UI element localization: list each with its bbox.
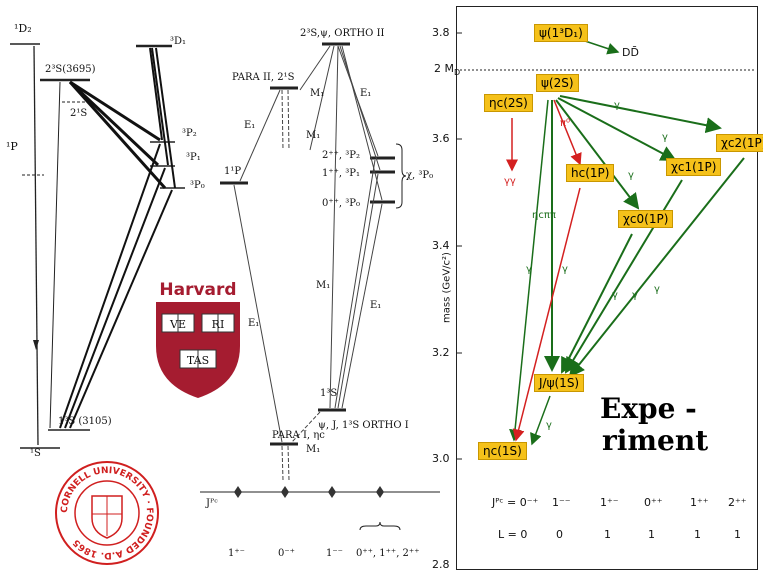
state-chi-c1: χc1(1P) (666, 158, 722, 176)
y-axis-label: mass (GeV/c²) (441, 252, 453, 323)
jpc-1pp: 1⁺⁺ (690, 496, 709, 509)
jpc-value-2: 0⁻⁺ (278, 548, 295, 559)
label-3p2: ³P₂ (182, 128, 197, 139)
ytick-3-4: 3.4 (432, 239, 450, 252)
state-hc: hc(1P) (566, 164, 615, 182)
state-eta-c-2s: ηc(2S) (484, 94, 533, 112)
label-1p: 1¹P (224, 166, 242, 177)
gamma-label: γ (662, 132, 668, 143)
jpc-1pm: 1⁺⁻ (600, 496, 619, 509)
gamma-label: γ (562, 264, 568, 275)
label-m1-d: M₁ (306, 444, 321, 455)
label-chi-1: 1⁺⁺, ³P₁ (322, 168, 361, 179)
ytick-3-6: 3.6 (432, 132, 450, 145)
charmonium-spectrum: 3.8 3.6 3.4 3.2 3.0 2.8 mass (GeV/c²) 2 … (432, 0, 763, 572)
experiment-overlay-line-2: riment (602, 424, 709, 457)
experiment-overlay-line-1: Expe - (600, 392, 697, 425)
harvard-wordmark: Harvard (159, 280, 237, 300)
ytick-3-2: 3.2 (432, 346, 450, 359)
jpc-value-1: 1⁺⁻ (228, 548, 245, 559)
jpc-2pp: 2⁺⁺ (728, 496, 747, 509)
shield-icon (156, 302, 240, 398)
label-ortho-ii: 2³S,ψ, ORTHO II (300, 28, 385, 39)
gamma-label: γ (614, 100, 620, 111)
label-m1-c: M₁ (316, 280, 331, 291)
label-e1-a: E₁ (360, 88, 372, 99)
spectrum-lines (456, 32, 756, 460)
l-row-label: L = 0 (498, 528, 528, 541)
gamma-label: γ (612, 290, 618, 301)
label-m1-b: M₁ (306, 130, 321, 141)
l-value-4: 1 (694, 528, 701, 541)
motto-ri: RI (211, 318, 225, 331)
jpc-row-label: Jᴾᶜ = 0⁻⁺ (492, 496, 539, 509)
label-2s-prime: 2¹S (70, 108, 88, 119)
label-2s-3695: 2³S(3695) (45, 64, 96, 75)
label-chi-brace: χ, ³P₀ (406, 170, 434, 181)
motto-tas: TAS (186, 354, 210, 367)
jpc-0pp: 0⁺⁺ (644, 496, 663, 509)
label-3p0: ³P₀ (190, 180, 205, 191)
l-value-1: 0 (556, 528, 563, 541)
l-value-5: 1 (734, 528, 741, 541)
ytick-3-0: 3.0 (432, 452, 450, 465)
gamma-label: γ (654, 284, 660, 295)
state-psi-1d: ψ(1³D₁) (534, 24, 588, 42)
label-e1-d: E₁ (370, 300, 382, 311)
state-chi-c2: χc2(1P) (716, 134, 763, 152)
label-para-i: PARA I, ηc (272, 430, 325, 441)
jpc-value-4: 0⁺⁺, 1⁺⁺, 2⁺⁺ (356, 548, 420, 559)
label-e1-c: E₁ (248, 318, 260, 329)
state-chi-c0: χc0(1P) (618, 210, 674, 228)
label-1s-3105: 1³S (3105) (58, 416, 112, 427)
label-chi-2: 2⁺⁺, ³P₂ (322, 150, 361, 161)
state-dd: DD̄ (622, 46, 639, 59)
jpc-1mm: 1⁻⁻ (552, 496, 571, 509)
state-jpsi: J/ψ(1S) (534, 374, 585, 392)
label-para-ii: PARA II, 2¹S (232, 72, 295, 83)
l-value-3: 1 (648, 528, 655, 541)
label-ortho-i: ψ, J, 1³S ORTHO I (318, 420, 409, 431)
jpc-value-3: 1⁻⁻ (326, 548, 343, 559)
label-1s: ¹S (30, 448, 41, 459)
seal-icon: CORNELL UNIVERSITY · FOUNDED A.D. 1865 (55, 461, 159, 565)
label-gg: γγ (504, 176, 516, 187)
label-3d1: ³D₁ (170, 36, 187, 47)
gamma-label: γ (628, 170, 634, 181)
ytick-2-8: 2.8 (432, 558, 450, 571)
label-1p: ¹P (6, 140, 18, 153)
gamma-label: γ (632, 290, 638, 301)
label-e1-b: E₁ (244, 120, 256, 131)
harvard-logo: Harvard VE RI TAS (148, 280, 248, 398)
cornell-seal: CORNELL UNIVERSITY · FOUNDED A.D. 1865 (54, 460, 160, 566)
label-m1-a: M₁ (310, 88, 325, 99)
state-psi-2s: ψ(2S) (536, 74, 579, 92)
label-3p1: ³P₁ (186, 152, 201, 163)
label-chi-0: 0⁺⁺, ³P₀ (322, 198, 361, 209)
label-eta-pipi: ηcππ (532, 210, 556, 221)
gamma-label: γ (546, 420, 552, 431)
motto-ve: VE (170, 318, 186, 331)
label-pi0: π⁰ (560, 118, 571, 129)
label-1s-state: 1³S (320, 388, 338, 399)
threshold-label: 2 MD (434, 62, 461, 78)
ytick-3-8: 3.8 (432, 26, 450, 39)
label-1d2: ¹D₂ (14, 22, 32, 35)
l-value-2: 1 (604, 528, 611, 541)
label-jpc: Jᴾᶜ (206, 498, 218, 509)
gamma-label: γ (526, 264, 532, 275)
state-eta-c-1s: ηc(1S) (478, 442, 527, 460)
